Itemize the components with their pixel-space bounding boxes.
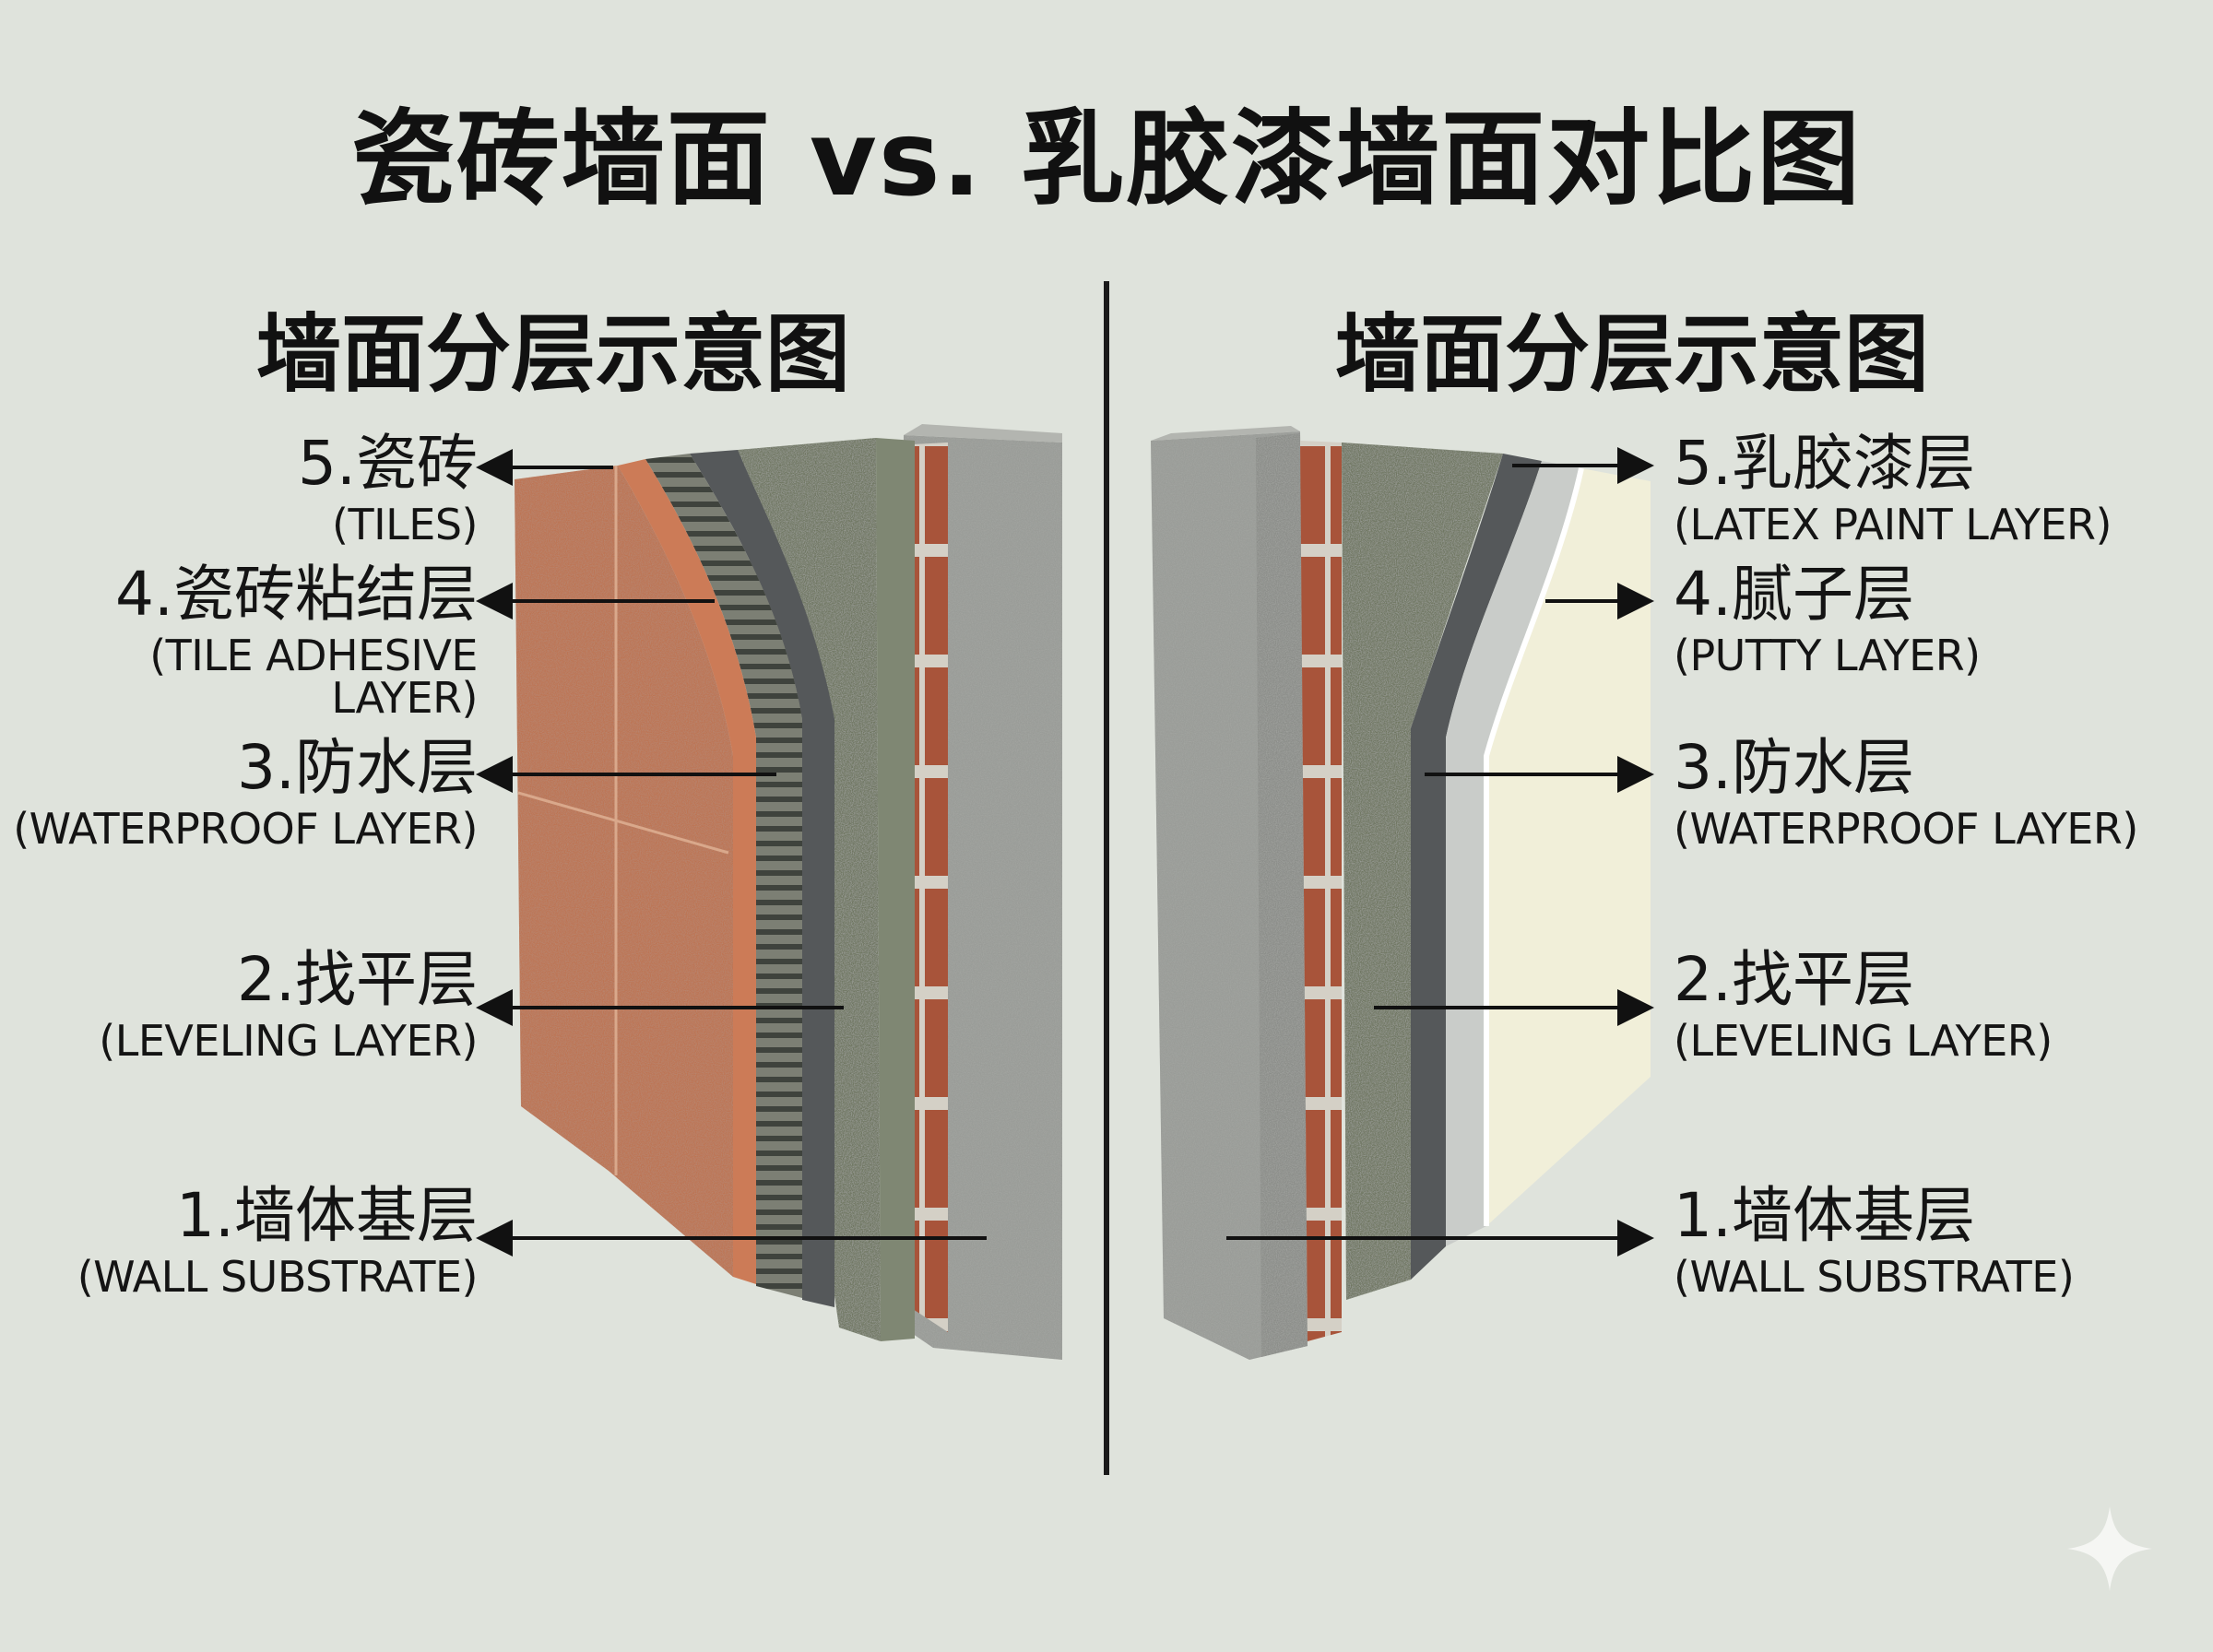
sparkle-icon: [2067, 1506, 2152, 1591]
label-zh: 3.防水层: [237, 732, 478, 803]
left-label-tiles: 5.瓷砖 (TILES): [298, 428, 478, 549]
center-divider: [1104, 281, 1109, 1475]
label-zh: 3.防水层: [1674, 732, 1914, 803]
label-en: (WATERPROOF LAYER): [13, 804, 478, 854]
label-en: (LEVELING LAYER): [99, 1016, 478, 1066]
right-waterproof: [1411, 454, 1542, 1280]
label-en: (PUTTY LAYER): [1674, 631, 1981, 680]
label-en: (TILES): [332, 500, 478, 549]
right-brick: [1300, 441, 1342, 1341]
label-zh: 5.乳胶漆层: [1674, 428, 1975, 499]
left-label-adhesive: 4.瓷砖粘结层 (TILE ADHESIVE LAYER): [0, 559, 478, 723]
label-zh: 1.墙体基层: [176, 1180, 478, 1251]
label-en: (LEVELING LAYER): [1674, 1016, 2053, 1066]
page-title: 瓷砖墙面 vs. 乳胶漆墙面对比图: [350, 100, 1863, 219]
right-wall-diagram: [1151, 426, 1651, 1360]
right-putty: [1446, 461, 1581, 1246]
label-zh: 2.找平层: [1674, 944, 1914, 1015]
right-subtitle: 墙面分层示意图: [1334, 305, 1929, 404]
right-leveling: [1342, 442, 1503, 1300]
left-adhesive: [645, 454, 802, 1298]
left-wall-diagram: [515, 424, 1062, 1360]
label-zh: 1.墙体基层: [1674, 1180, 1975, 1251]
left-label-waterproof: 3.防水层 (WATERPROOF LAYER): [13, 732, 478, 854]
left-waterproof: [690, 450, 834, 1307]
left-subtitle: 墙面分层示意图: [255, 305, 850, 404]
label-en: (TILE ADHESIVE LAYER): [149, 631, 478, 723]
label-zh: 4.腻子层: [1674, 559, 1914, 630]
right-label-latex: 5.乳胶漆层 (LATEX PAINT LAYER): [1674, 428, 2112, 549]
right-leader-lines: [1226, 447, 1654, 1257]
left-label-substrate: 1.墙体基层 (WALL SUBSTRATE): [77, 1180, 479, 1302]
right-label-substrate: 1.墙体基层 (WALL SUBSTRATE): [1674, 1180, 2075, 1302]
label-en: (WALL SUBSTRATE): [77, 1252, 479, 1302]
left-label-leveling: 2.找平层 (LEVELING LAYER): [99, 944, 478, 1066]
label-en: (WALL SUBSTRATE): [1674, 1252, 2075, 1302]
right-label-waterproof: 3.防水层 (WATERPROOF LAYER): [1674, 732, 2138, 854]
left-leader-lines: [476, 449, 987, 1257]
right-label-leveling: 2.找平层 (LEVELING LAYER): [1674, 944, 2053, 1066]
label-en: (LATEX PAINT LAYER): [1674, 500, 2112, 549]
label-zh: 4.瓷砖粘结层: [115, 559, 478, 630]
label-zh: 2.找平层: [237, 944, 478, 1015]
label-en: (WATERPROOF LAYER): [1674, 804, 2138, 854]
right-latex-paint: [1486, 468, 1651, 1226]
right-label-putty: 4.腻子层 (PUTTY LAYER): [1674, 559, 1981, 680]
left-brick: [913, 442, 948, 1332]
label-zh: 5.瓷砖: [298, 428, 478, 499]
